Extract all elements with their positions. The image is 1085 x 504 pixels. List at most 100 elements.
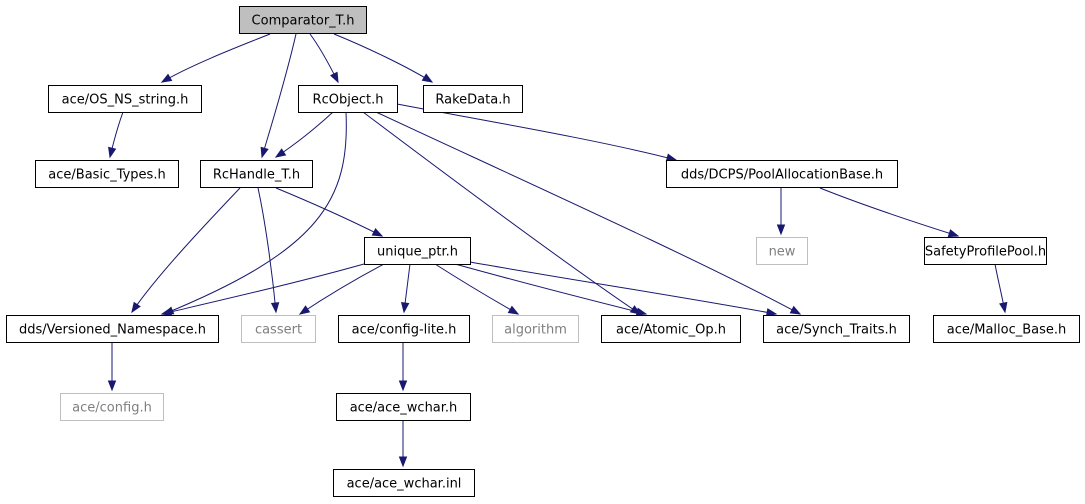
arrowhead	[635, 307, 648, 316]
node-box	[200, 160, 313, 188]
node-rchandle[interactable]: RcHandle_T.h	[200, 160, 313, 188]
edge-versioned-to-config	[107, 342, 117, 392]
arrowhead	[160, 73, 173, 83]
node-label: unique_ptr.h	[377, 245, 458, 260]
node-box	[756, 237, 808, 265]
node-label: Comparator_T.h	[252, 14, 355, 29]
node-config[interactable]: ace/config.h	[60, 393, 164, 421]
arrowhead	[789, 305, 802, 315]
arrowhead	[298, 305, 311, 315]
node-comparator[interactable]: Comparator_T.h	[239, 6, 367, 34]
node-label: ace/Malloc_Base.h	[947, 323, 1067, 338]
edge-rchandle-to-unique_ptr	[275, 187, 384, 237]
node-malloc_base[interactable]: ace/Malloc_Base.h	[933, 315, 1080, 343]
arrowhead	[776, 224, 786, 236]
edge-comparator-to-os_ns_string	[160, 33, 271, 83]
edge-unique_ptr-to-synch_traits	[469, 261, 778, 317]
edge-rcobject-to-rchandle	[274, 111, 334, 158]
node-label: ace/OS_NS_string.h	[62, 93, 189, 108]
edge-rcobject-to-synch_traits	[375, 111, 802, 315]
node-label: ace/ace_wchar.inl	[347, 477, 462, 492]
node-box	[60, 393, 164, 421]
node-label: ace/config-lite.h	[352, 323, 457, 338]
arrowhead	[398, 456, 408, 468]
node-box	[666, 160, 898, 188]
node-box	[333, 469, 475, 497]
node-label: new	[769, 245, 796, 260]
node-os_ns_string[interactable]: ace/OS_NS_string.h	[48, 85, 202, 113]
arrowhead	[131, 301, 141, 314]
node-label: dds/Versioned_Namespace.h	[19, 323, 206, 338]
edge-ace_wchar_h-to-ace_wchar_inl	[398, 420, 408, 468]
node-label: RcHandle_T.h	[213, 168, 300, 183]
edge-unique_ptr-to-cassert	[298, 263, 385, 315]
arrowhead	[274, 148, 287, 158]
arrowhead	[329, 71, 339, 84]
node-synch_traits[interactable]: ace/Synch_Traits.h	[763, 315, 910, 343]
edge-config_lite-to-ace_wchar_h	[398, 342, 408, 392]
node-box	[601, 315, 741, 343]
arrowhead	[421, 73, 434, 83]
edge-os_ns_string-to-basic_types	[108, 111, 124, 159]
arrowhead	[107, 380, 117, 392]
node-ace_wchar_inl[interactable]: ace/ace_wchar.inl	[333, 469, 475, 497]
edge-unique_ptr-to-atomic_op	[454, 263, 648, 316]
edges-layer	[107, 33, 1008, 468]
arrowhead	[400, 302, 410, 314]
node-atomic_op[interactable]: ace/Atomic_Op.h	[601, 315, 741, 343]
node-ace_wchar_h[interactable]: ace/ace_wchar.h	[336, 393, 471, 421]
nodes-layer: Comparator_T.h ace/OS_NS_string.h RcObject…	[6, 6, 1080, 497]
arrowhead	[398, 380, 408, 392]
node-label: RcObject.h	[313, 93, 384, 108]
node-rcobject[interactable]: RcObject.h	[298, 85, 398, 113]
node-box	[338, 315, 470, 343]
node-box	[423, 85, 523, 113]
arrowhead	[270, 302, 280, 314]
node-safety[interactable]: SafetyProfilePool.h	[924, 237, 1047, 265]
edge-comparator-to-rchandle	[260, 33, 297, 159]
node-box	[298, 85, 398, 113]
node-label: ace/Atomic_Op.h	[616, 323, 726, 338]
node-config_lite[interactable]: ace/config-lite.h	[338, 315, 470, 343]
edge-rchandle-to-versioned	[131, 187, 241, 314]
edge-comparator-to-rcobject	[309, 33, 339, 84]
node-box	[763, 315, 910, 343]
node-label: ace/config.h	[72, 401, 152, 416]
node-box	[336, 393, 471, 421]
arrowhead	[947, 229, 960, 238]
edge-rchandle-to-cassert	[257, 187, 280, 314]
node-label: cassert	[255, 323, 302, 338]
edge-comparator-to-rakedata	[333, 33, 434, 83]
node-label: SafetyProfilePool.h	[925, 245, 1046, 260]
node-box	[924, 237, 1047, 265]
arrowhead	[507, 305, 520, 315]
node-basic_types[interactable]: ace/Basic_Types.h	[35, 160, 179, 188]
node-new[interactable]: new	[756, 237, 808, 265]
arrowhead	[260, 146, 269, 159]
edge-rcobject-to-versioned	[162, 111, 347, 315]
node-label: dds/DCPS/PoolAllocationBase.h	[681, 168, 883, 183]
node-box	[48, 85, 202, 113]
edge-unique_ptr-to-versioned	[160, 263, 365, 316]
arrowhead	[108, 146, 117, 159]
edge-poolalloc-to-safety	[819, 187, 960, 238]
node-unique_ptr[interactable]: unique_ptr.h	[364, 237, 471, 265]
node-label: ace/Synch_Traits.h	[776, 323, 897, 338]
node-box	[933, 315, 1080, 343]
edge-safety-to-malloc_base	[994, 263, 1008, 314]
node-box	[241, 315, 316, 343]
node-poolalloc[interactable]: dds/DCPS/PoolAllocationBase.h	[666, 160, 898, 188]
edge-poolalloc-to-new	[776, 188, 786, 236]
node-box	[492, 315, 579, 343]
node-versioned[interactable]: dds/Versioned_Namespace.h	[6, 315, 219, 343]
node-label: ace/Basic_Types.h	[48, 168, 165, 183]
node-rakedata[interactable]: RakeData.h	[423, 85, 523, 113]
arrowhead	[371, 227, 384, 237]
arrowhead	[765, 308, 778, 317]
node-cassert[interactable]: cassert	[241, 315, 316, 343]
node-label: RakeData.h	[435, 93, 510, 108]
node-algorithm[interactable]: algorithm	[492, 315, 579, 343]
node-label: algorithm	[504, 323, 567, 338]
arrowhead	[160, 307, 173, 316]
